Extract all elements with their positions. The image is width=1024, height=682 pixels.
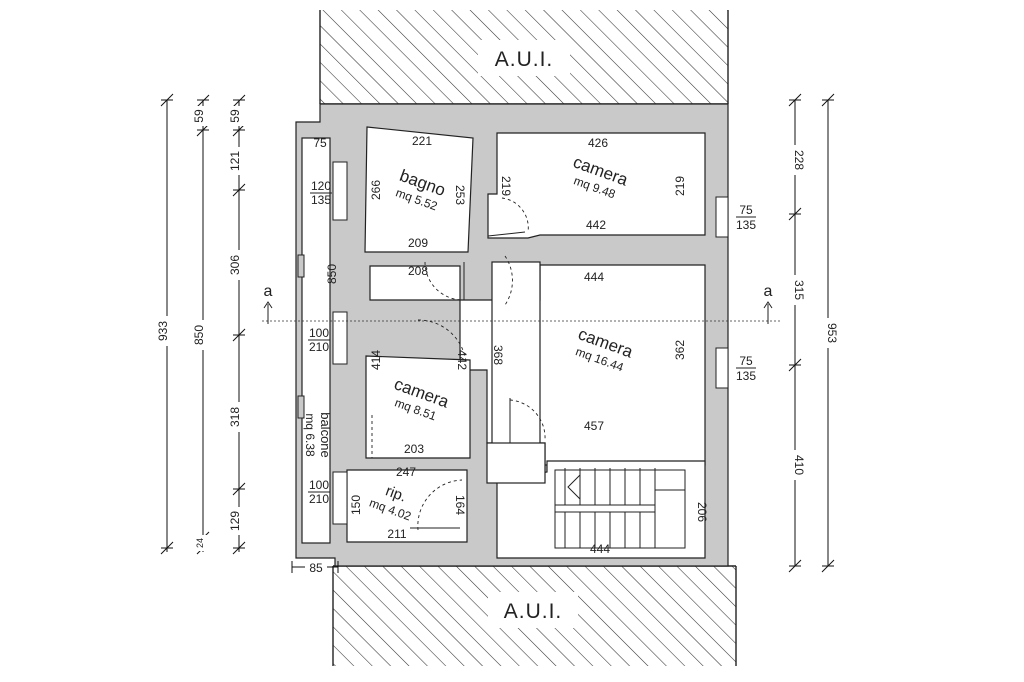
dim-label: 221 <box>412 134 432 148</box>
building-walls <box>295 103 729 567</box>
dim-label: 306 <box>228 255 242 275</box>
window-height: 210 <box>309 340 329 354</box>
room-area-balcone: mq 6.38 <box>303 413 317 457</box>
dim-label: 266 <box>369 180 383 200</box>
dim-label: 24 <box>195 538 205 548</box>
dim-label: 953 <box>825 323 839 343</box>
dim-chain-right-outer: 953 <box>820 93 839 573</box>
window-height: 135 <box>736 218 756 232</box>
dim-chain-right-inner: 228 315 410 <box>787 93 806 573</box>
dim-label: 414 <box>369 350 383 370</box>
dim-label: 203 <box>404 442 424 456</box>
dim-label: 209 <box>408 236 428 250</box>
window-width: 100 <box>309 478 329 492</box>
dim-label: 150 <box>349 495 363 515</box>
dim-label: 410 <box>792 455 806 475</box>
window-height: 135 <box>736 369 756 383</box>
dim-label: 444 <box>584 270 604 284</box>
dim-label: 426 <box>588 136 608 150</box>
door-swings <box>371 197 546 531</box>
dim-chain-left-mid: 59 850 24 <box>192 94 211 555</box>
adjacent-unit-bottom: A.U.I. <box>332 565 737 666</box>
interior-dimensions: 75 221 426 219 219 266 253 442 209 208 8… <box>291 134 709 575</box>
window-dimensions: 120 135 100 210 100 210 75 135 75 135 <box>308 179 756 506</box>
dim-label: 442 <box>455 350 469 370</box>
dim-label: 85 <box>309 561 323 575</box>
adjacent-unit-label-bottom: A.U.I. <box>504 600 563 623</box>
room-name-rip: rip. <box>383 482 408 505</box>
dim-label: 219 <box>499 176 513 196</box>
window-width: 120 <box>311 179 331 193</box>
dim-label: 121 <box>228 151 242 171</box>
dim-label: 362 <box>673 340 687 360</box>
windows <box>297 161 729 525</box>
window-width: 100 <box>309 326 329 340</box>
room-name-balcone: balcone <box>318 412 333 458</box>
room-camera-3 <box>365 355 471 459</box>
section-marker-left: a <box>264 283 273 300</box>
dim-label: 368 <box>491 345 505 365</box>
stairwell <box>496 460 706 559</box>
window-height: 135 <box>311 193 331 207</box>
dim-label: 442 <box>586 218 606 232</box>
dim-label: 228 <box>792 150 806 170</box>
dim-label: 444 <box>590 542 610 556</box>
room-camera-1 <box>487 132 706 239</box>
dim-label: 75 <box>313 136 327 150</box>
section-marker-right: a <box>764 283 773 300</box>
window-height: 210 <box>309 492 329 506</box>
dim-label: 850 <box>192 325 206 345</box>
room-bagno <box>364 126 474 253</box>
dim-label: 315 <box>792 280 806 300</box>
section-line: a a <box>262 283 780 324</box>
dim-chain-left-inner: 59 121 306 318 129 <box>228 94 247 555</box>
dim-label: 164 <box>453 495 467 515</box>
adjacent-unit-top: A.U.I. <box>319 10 729 105</box>
dim-label: 206 <box>695 502 709 522</box>
dim-label: 219 <box>673 176 687 196</box>
staircase <box>554 468 686 549</box>
dim-label: 208 <box>408 264 428 278</box>
dim-label: 129 <box>228 511 242 531</box>
room-rip <box>346 469 468 543</box>
dim-label: 247 <box>396 465 416 479</box>
adjacent-unit-label-top: A.U.I. <box>495 48 554 71</box>
dim-label: 211 <box>387 527 406 541</box>
window-width: 75 <box>739 203 753 217</box>
dim-label: 59 <box>192 109 206 123</box>
window-width: 75 <box>739 354 753 368</box>
dim-label: 933 <box>156 321 170 341</box>
dim-label: 318 <box>228 407 242 427</box>
dim-label: 850 <box>325 264 339 284</box>
dim-label: 457 <box>584 419 604 433</box>
dim-label: 59 <box>228 109 242 123</box>
dim-label: 253 <box>453 185 467 205</box>
dim-chain-left-outer: 933 <box>156 93 175 555</box>
